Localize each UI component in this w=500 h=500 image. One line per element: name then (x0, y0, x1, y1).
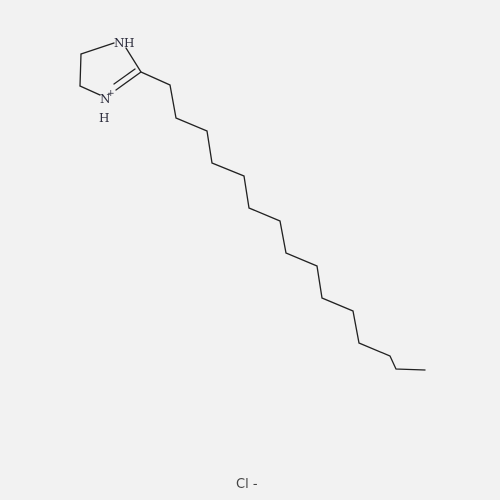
atom-n1-hydrogen: H (124, 36, 134, 50)
bond-n1-c2 (125, 47, 142, 73)
bond-c2-n3-double (113, 68, 136, 85)
bond-c5-c4 (79, 53, 82, 87)
atom-n3-charge: + (107, 89, 115, 99)
atom-n3-hydrogen: H (99, 111, 109, 125)
chloride-counterion: Cl - (236, 477, 258, 492)
bond-c4-n3 (79, 85, 101, 96)
imidazoline-ring (79, 42, 142, 96)
atom-n3: N + H (99, 89, 115, 125)
bond-n1-c5 (80, 42, 115, 55)
alkyl-chain-bonds (140, 71, 426, 371)
alkyl-chain (140, 71, 426, 371)
atom-n1-symbol: N (114, 36, 125, 50)
bond-c2-n3-single (115, 71, 142, 91)
atom-n3-symbol: N (100, 92, 111, 106)
atom-n1: N H (114, 36, 134, 50)
